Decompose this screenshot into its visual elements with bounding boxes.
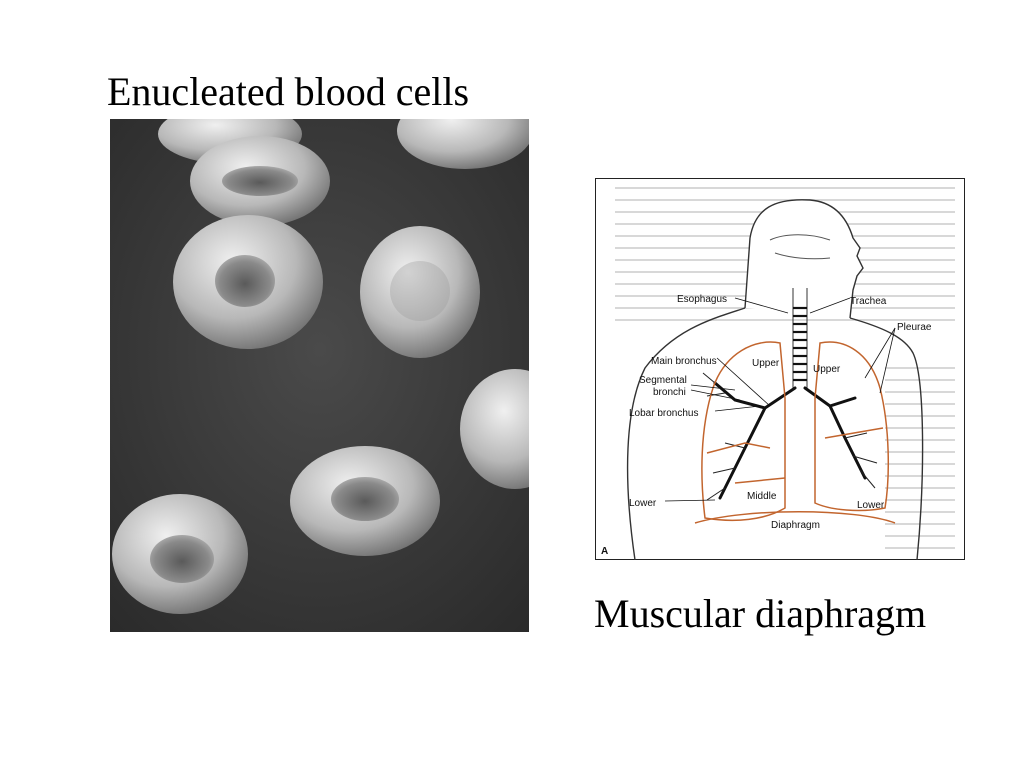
label-panel: A bbox=[601, 546, 608, 557]
label-lower-right: Lower bbox=[857, 500, 885, 511]
blood-cells-micrograph bbox=[110, 119, 529, 632]
respiratory-diagram: Esophagus Trachea Pleurae Main bronchus … bbox=[595, 178, 965, 560]
label-esophagus: Esophagus bbox=[677, 294, 727, 305]
blood-cell bbox=[360, 226, 480, 358]
label-trachea: Trachea bbox=[850, 296, 887, 307]
label-main-bronchus: Main bronchus bbox=[651, 356, 717, 367]
blood-cell bbox=[460, 369, 529, 489]
lung-outline bbox=[701, 341, 890, 522]
label-lower-left: Lower bbox=[629, 498, 657, 509]
label-pleurae: Pleurae bbox=[897, 322, 932, 333]
label-middle: Middle bbox=[747, 491, 777, 502]
label-lobar-bronchus: Lobar bronchus bbox=[629, 408, 699, 419]
label-upper-left: Upper bbox=[752, 358, 780, 369]
slide-title-left: Enucleated blood cells bbox=[107, 69, 470, 114]
label-diaphragm: Diaphragm bbox=[771, 520, 820, 531]
label-bronchi: bronchi bbox=[653, 387, 686, 398]
slide-title-right: Muscular diaphragm bbox=[594, 591, 927, 636]
label-segmental: Segmental bbox=[639, 375, 687, 386]
label-upper-right: Upper bbox=[813, 364, 841, 375]
diaphragm-outline bbox=[694, 511, 896, 524]
blood-cell bbox=[397, 119, 529, 169]
